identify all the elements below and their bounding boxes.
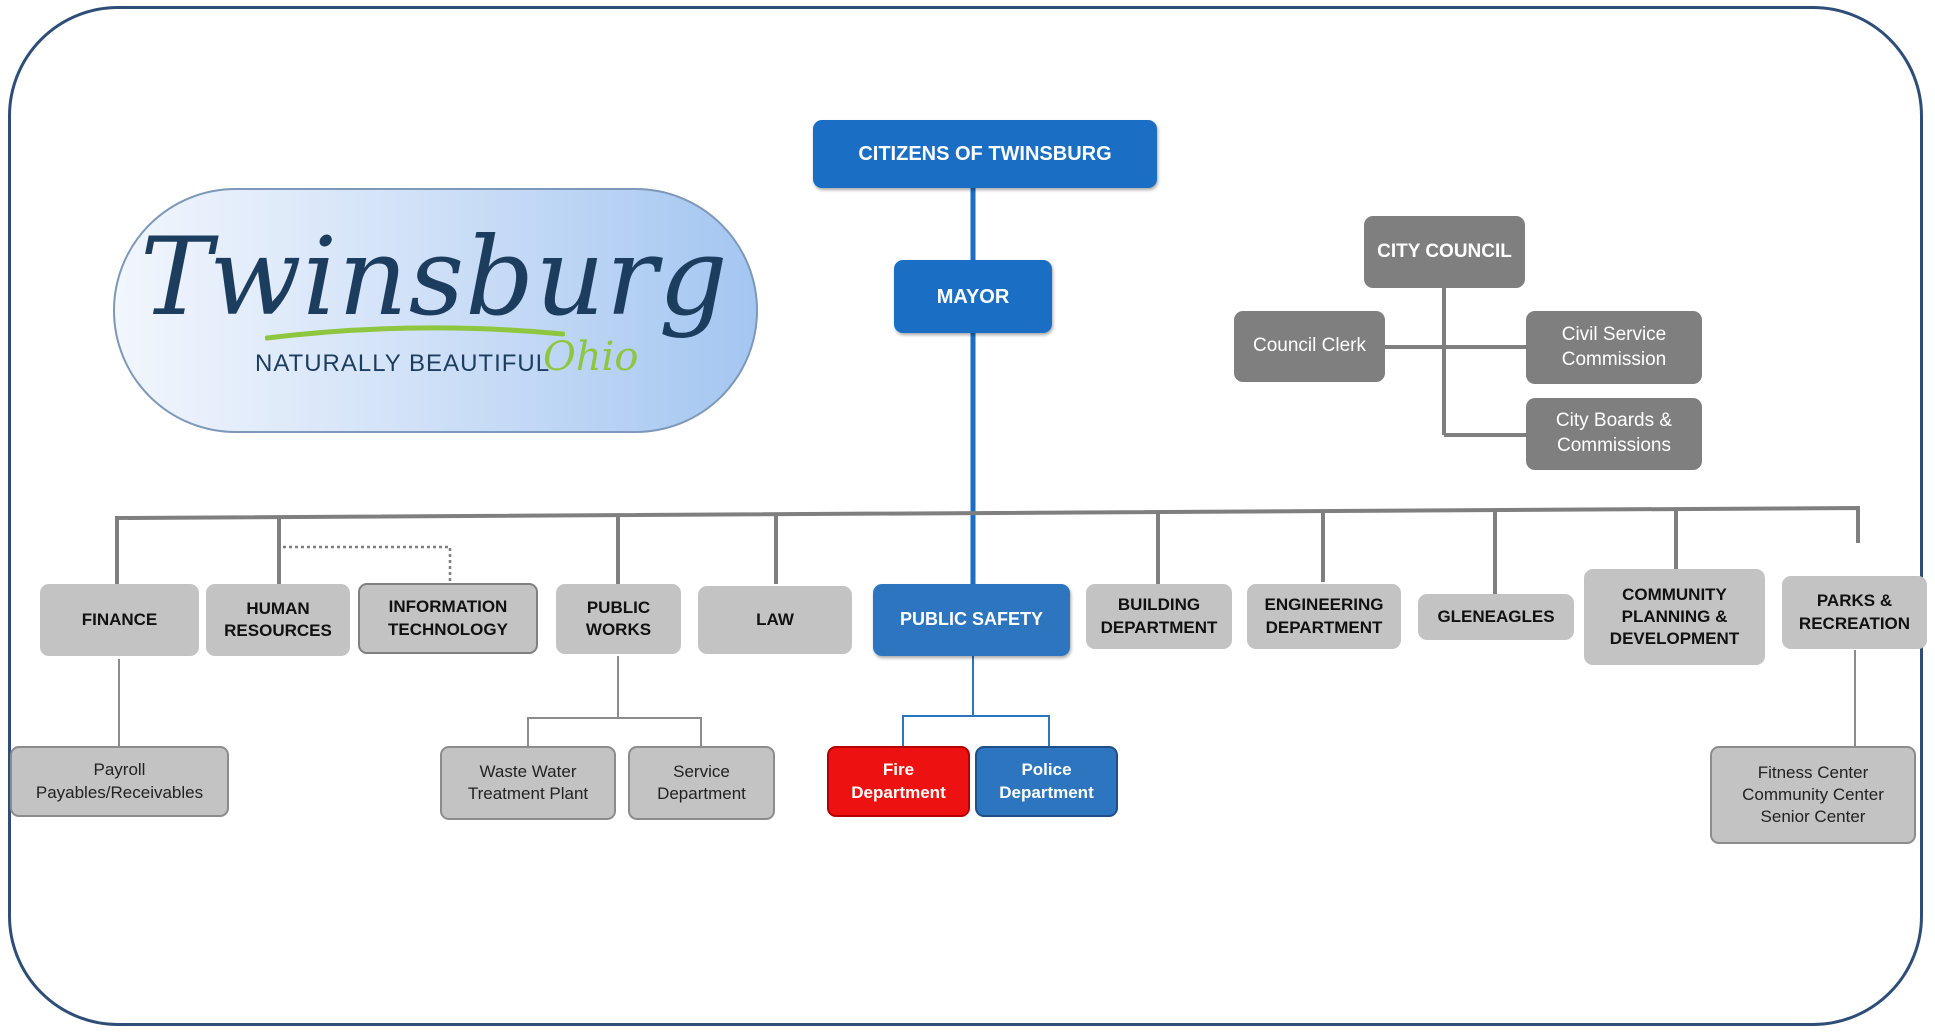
logo-swoosh — [265, 325, 565, 341]
community-planning-box[interactable]: COMMUNITY PLANNING & DEVELOPMENT — [1584, 569, 1765, 665]
police-department-box[interactable]: Police Department — [975, 746, 1118, 817]
city-council-box[interactable]: CITY COUNCIL — [1364, 216, 1525, 288]
finance-box[interactable]: FINANCE — [40, 584, 199, 656]
council-connectors — [1385, 288, 1526, 437]
public-safety-box[interactable]: PUBLIC SAFETY — [873, 584, 1070, 656]
engineering-department-box[interactable]: ENGINEERING DEPARTMENT — [1247, 584, 1401, 649]
citizens-box[interactable]: CITIZENS OF TWINSBURG — [813, 120, 1157, 188]
twinsburg-logo: Twinsburg NATURALLY BEAUTIFUL Ohio — [113, 188, 758, 433]
logo-tagline: NATURALLY BEAUTIFUL — [255, 350, 551, 377]
payroll-box[interactable]: Payroll Payables/Receivables — [10, 746, 229, 817]
waste-water-box[interactable]: Waste Water Treatment Plant — [440, 746, 616, 820]
information-technology-box[interactable]: INFORMATION TECHNOLOGY — [358, 583, 538, 654]
safety-connectors — [902, 656, 1050, 746]
mayor-box[interactable]: MAYOR — [894, 260, 1052, 333]
department-drops — [115, 508, 1678, 594]
building-department-box[interactable]: BUILDING DEPARTMENT — [1086, 584, 1232, 649]
parks-recreation-box[interactable]: PARKS & RECREATION — [1782, 576, 1927, 649]
service-department-box[interactable]: Service Department — [628, 746, 775, 820]
sub-connectors — [118, 650, 1856, 746]
city-boards-box[interactable]: City Boards & Commissions — [1526, 398, 1702, 470]
fire-department-box[interactable]: Fire Department — [827, 746, 970, 817]
law-box[interactable]: LAW — [698, 586, 852, 654]
gleneagles-box[interactable]: GLENEAGLES — [1418, 594, 1574, 640]
logo-state: Ohio — [543, 334, 639, 380]
human-resources-box[interactable]: HUMAN RESOURCES — [206, 584, 350, 656]
hr-it-dotted-link — [283, 545, 452, 582]
public-works-box[interactable]: PUBLIC WORKS — [556, 584, 681, 654]
fitness-center-box[interactable]: Fitness Center Community Center Senior C… — [1710, 746, 1916, 844]
civil-service-box[interactable]: Civil Service Commission — [1526, 311, 1702, 384]
logo-wordmark: Twinsburg — [140, 215, 729, 340]
council-clerk-box[interactable]: Council Clerk — [1234, 311, 1385, 382]
